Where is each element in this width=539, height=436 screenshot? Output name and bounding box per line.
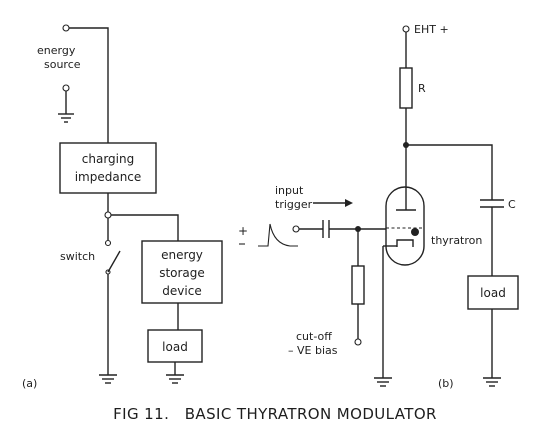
thyratron-label: thyratron [431,234,482,247]
ground-symbol-load-b [483,377,501,387]
energy-source-terminal-top [62,24,70,32]
junction-node [104,211,112,219]
energy-source-label-1: energy [37,44,76,57]
junction-to-storage-wire [111,214,179,241]
switch-label: switch [60,250,95,263]
panel-a-tag: (a) [22,377,37,390]
load-box-b [467,275,519,310]
bias-label-2: – VE bias [288,344,338,357]
figure-caption: FIG 11. BASIC THYRATRON MODULATOR [113,405,437,423]
switch-upper-contact [104,239,112,247]
thyratron-cathode [396,239,414,247]
storage-device-label-1: energy [161,248,203,262]
bias-terminal [354,338,362,346]
eht-label: EHT + [414,23,449,36]
plus-sign: + [238,224,248,238]
charging-impedance-box [59,142,157,194]
switch-blade [107,250,121,273]
trigger-pulse-waveform [258,223,298,247]
input-arrow-head [345,199,353,207]
charging-impedance-label-2: impedance [75,170,142,184]
energy-source-terminal-bottom [62,84,70,92]
thyratron-gas-dot [411,228,419,236]
node-to-capacitor-wire [406,144,493,200]
storage-device-label-3: device [162,284,201,298]
eht-terminal [402,25,410,33]
input-trigger-label-1: input [275,184,304,197]
ground-symbol-source [58,113,74,123]
energy-source-label-2: source [44,58,81,71]
ground-symbol-switch [99,374,117,384]
capacitor-label: C [508,198,516,211]
panel-b-tag: (b) [438,377,454,390]
ground-symbol-cathode [374,377,392,387]
panel-b: EHT + R C load thyratron [238,23,519,390]
input-terminal [292,225,300,233]
thyratron-envelope [385,186,425,266]
load-label-a: load [162,340,188,354]
bias-label-1: cut-off [296,330,332,343]
resistor-r [399,67,413,109]
storage-device-label-2: storage [159,266,205,280]
source-wire [69,27,109,143]
energy-storage-device-box [141,240,223,304]
grid-bias-resistor [351,265,365,305]
charging-impedance-label-1: charging [82,152,134,166]
load-label-b: load [480,286,506,300]
panel-a: energy source charging impedance switch [22,24,223,390]
ground-symbol-load-a [166,374,184,384]
input-trigger-label-2: trigger [275,198,313,211]
resistor-label: R [418,82,426,95]
